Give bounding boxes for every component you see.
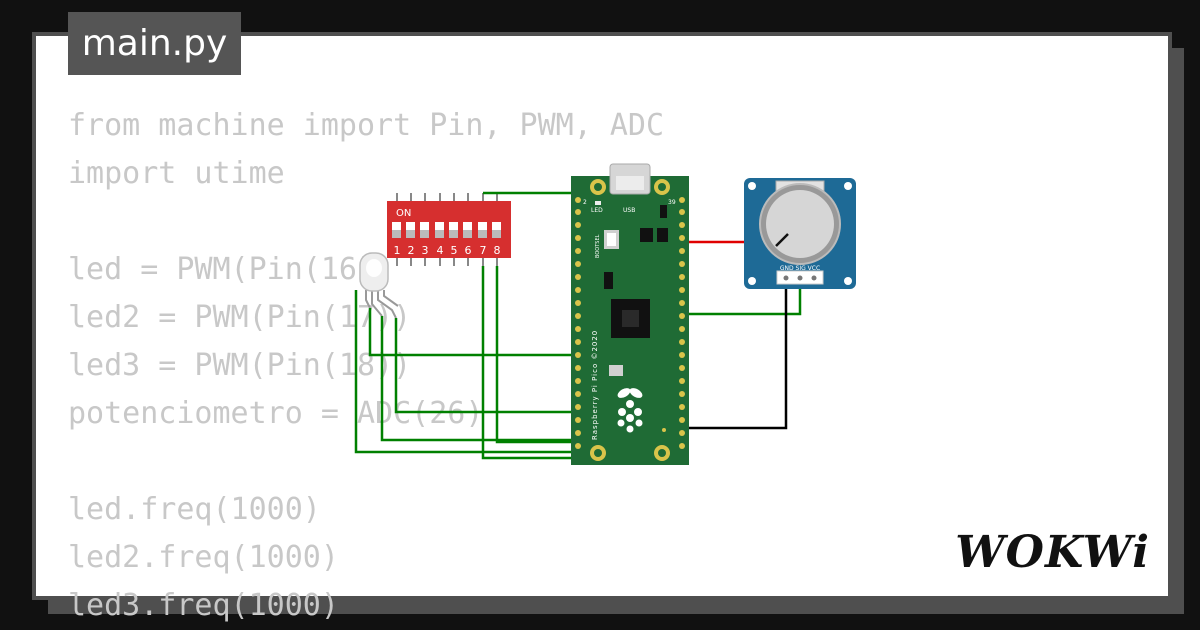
file-tab[interactable]: main.py	[68, 12, 241, 75]
code-line: led2 = PWM(Pin(17))	[68, 300, 412, 335]
green-wires	[354, 191, 802, 460]
dip-number: 6	[465, 244, 472, 257]
code-line: from machine import Pin, PWM, ADC	[68, 108, 665, 143]
dip-number: 3	[422, 244, 429, 257]
code-line: led.freq(1000)	[68, 492, 321, 527]
dip-number: 1	[394, 244, 401, 257]
dip-on-label: ON	[396, 208, 411, 219]
raspberry-pi-pico[interactable]: 2 39 LED USB BOOTSEL Raspberry Pi Pico ©…	[571, 163, 689, 465]
pico-brand-text: Raspberry Pi Pico ©2020	[591, 330, 599, 440]
pico-led-label: LED	[591, 207, 603, 214]
dip-number: 4	[437, 244, 444, 257]
potentiometer[interactable]: GND SIG VCC	[744, 178, 856, 289]
black-wire	[686, 280, 788, 430]
code-line: led = PWM(Pin(16))	[68, 252, 394, 287]
pico-bootsel-label: BOOTSEL	[595, 234, 601, 258]
pico-usb-label: USB	[623, 207, 635, 214]
dip-number: 8	[494, 244, 501, 257]
code-line: led2.freq(1000)	[68, 540, 339, 575]
dip-number: 7	[480, 244, 487, 257]
code-line: import utime	[68, 156, 285, 191]
dip-number: 5	[451, 244, 458, 257]
pico-pin-last: 39	[668, 199, 676, 206]
code-line: potenciometro = ADC(26)	[68, 396, 484, 431]
code-editor[interactable]: from machine import Pin, PWM, ADC import …	[68, 102, 664, 630]
pico-pin-first: 2	[583, 199, 587, 206]
potentiometer-knob-marker	[775, 233, 789, 247]
code-line: led3.freq(1000)	[68, 588, 339, 623]
dip-number: 2	[408, 244, 415, 257]
wokwi-logo: WOKWi	[955, 527, 1150, 578]
raspberry-logo-icon	[617, 388, 643, 433]
rgb-led[interactable]	[359, 252, 399, 319]
dip-switch[interactable]: ON 1 2 3 4 5 6 7 8	[387, 193, 511, 266]
potentiometer-pin-labels: GND SIG VCC	[780, 265, 820, 272]
